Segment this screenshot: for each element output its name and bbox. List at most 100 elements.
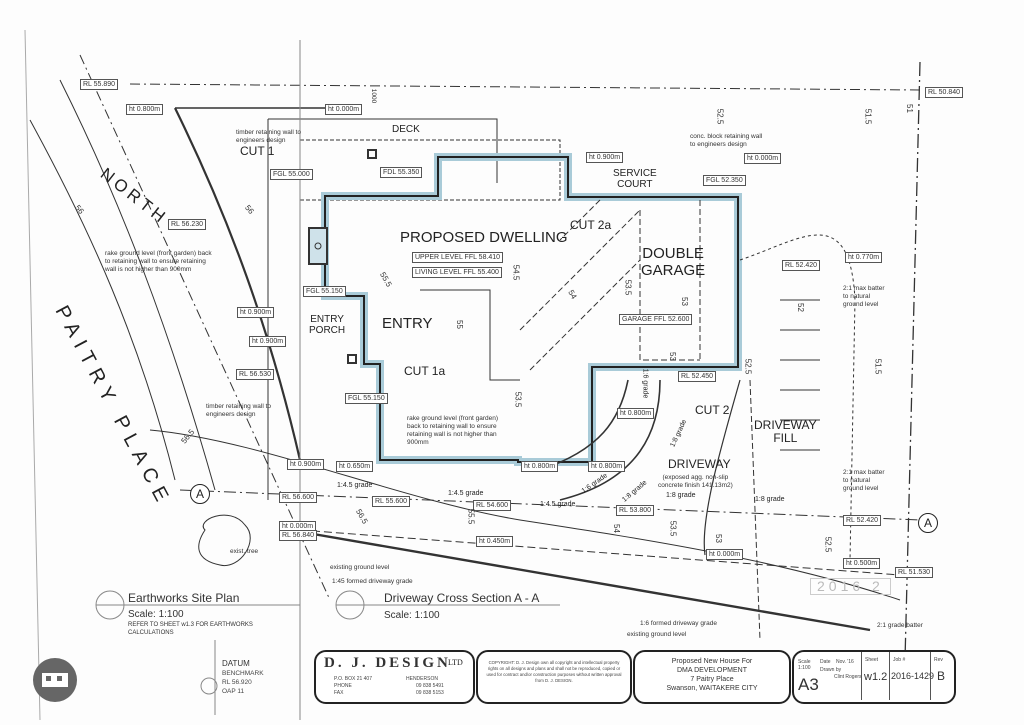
dimension-1000: 1000 xyxy=(370,88,378,104)
company-name: D. J. DESIGN xyxy=(324,655,451,671)
note-line: rake ground level (front garden) xyxy=(407,415,499,422)
benchmark-oap: OAP 11 xyxy=(222,688,245,695)
porch-post xyxy=(347,354,357,364)
site-plan-scale: Scale: 1:100 xyxy=(128,609,184,620)
chimney-block xyxy=(308,227,328,265)
level-tag: ht 0.900m xyxy=(287,459,325,470)
level-tag: FGL 55.150 xyxy=(303,286,346,297)
level-tag: ht 0.800m xyxy=(521,461,559,472)
copyright-text: COPYRIGHT: D. J. Design own all copyrigh… xyxy=(486,660,622,683)
note-line: 2:1 max batter xyxy=(843,469,885,476)
benchmark-rl: RL 56.920 xyxy=(222,679,252,686)
note-line: to engineers design xyxy=(690,141,747,148)
contour-label: 55.5 xyxy=(466,508,476,525)
fax-number: 09 838 5153 xyxy=(416,690,444,696)
note-line: ground level xyxy=(843,301,879,308)
level-tag: ht 0.800m xyxy=(126,104,164,115)
driveway-curve-inner xyxy=(539,379,629,471)
note-line: conc. block retaining wall xyxy=(690,133,763,140)
boundary-line-east xyxy=(904,61,921,661)
service-line2: COURT xyxy=(617,179,653,190)
fill-boundary xyxy=(749,379,761,641)
scale-value: 1:100 xyxy=(798,665,811,671)
date-stamp: 2016 2 xyxy=(810,578,891,596)
garage-line2: GARAGE xyxy=(641,261,706,279)
contour-label: 54 xyxy=(611,524,621,533)
note-line: rake ground level (front garden) back xyxy=(105,250,212,257)
contour-label: 53.5 xyxy=(623,279,633,296)
note-line: concrete finish 141.13m2) xyxy=(658,482,733,489)
sheet-divider-lines xyxy=(214,40,301,720)
house-outline xyxy=(324,156,739,463)
title-block-project: Proposed New House For DMA DEVELOPMENT 7… xyxy=(633,650,791,704)
company-city: HENDERSON xyxy=(406,676,438,682)
datum-circle xyxy=(200,677,218,695)
scale-label: Scale xyxy=(798,659,811,665)
site-plan-title: Earthworks Site Plan xyxy=(128,591,240,605)
note-line: timber retaining wall to xyxy=(236,129,302,136)
title-block-copyright: COPYRIGHT: D. J. Design own all copyrigh… xyxy=(476,650,632,704)
porch-line2: PORCH xyxy=(309,325,346,336)
boundary-line-top xyxy=(129,83,921,91)
contour-label: 53 xyxy=(667,352,677,361)
grade-label: 1:4.5 grade xyxy=(540,501,576,508)
contour-label: 52.5 xyxy=(823,536,833,553)
road-edge-line xyxy=(29,119,176,481)
note-line: to natural xyxy=(843,477,871,484)
note-batter-grade: 2:1 grade batter xyxy=(877,622,923,629)
contour-label: 51 xyxy=(904,104,914,113)
level-tag: GARAGE FFL 52.600 xyxy=(619,314,693,325)
porch-line1: ENTRY xyxy=(310,314,344,325)
room-label-deck: DECK xyxy=(392,124,420,135)
boundary-line-south xyxy=(299,529,901,576)
level-tag: ht 0.800m xyxy=(617,408,655,419)
note-line: timber retaining wall to xyxy=(206,403,272,410)
level-tag: FDL 55.350 xyxy=(380,167,423,178)
grade-label: 1:6 grade xyxy=(641,368,649,399)
room-label-cut1a: CUT 1a xyxy=(404,364,446,378)
project-client: DMA DEVELOPMENT xyxy=(676,667,747,674)
level-tag: ht 0.000m xyxy=(744,153,782,164)
room-label-driveway: DRIVEWAY xyxy=(668,457,731,471)
drawn-by-value: Clint Rogers xyxy=(834,674,862,680)
level-tag: RL 51.530 xyxy=(895,567,934,578)
drawn-by-label: Drawn by xyxy=(820,667,842,673)
level-tag: RL 56.600 xyxy=(279,492,318,503)
retaining-wall-front xyxy=(174,107,302,461)
level-tag: ht 0.900m xyxy=(237,307,275,318)
section-marker-a-right: A xyxy=(918,513,938,533)
section-title: Driveway Cross Section A - A xyxy=(384,591,540,605)
date-value: Nov. '16 xyxy=(836,659,854,665)
job-label: Job # xyxy=(893,657,906,663)
fax-label: FAX xyxy=(334,690,344,696)
sheet-number: w1.2 xyxy=(864,671,888,683)
upper-level-outline xyxy=(420,289,520,381)
level-tag: RL 56.230 xyxy=(168,219,207,230)
sheet-label: Sheet xyxy=(865,657,879,663)
garage-internal-lines xyxy=(519,199,701,371)
project-line1: Proposed New House For xyxy=(671,658,753,665)
rev-label: Rev xyxy=(934,657,943,663)
level-tag: ht 0.000m xyxy=(706,549,744,560)
section-scale: Scale: 1:100 xyxy=(384,610,440,621)
room-label-cut1: CUT 1 xyxy=(240,144,275,158)
level-tag: ht 0.900m xyxy=(249,336,287,347)
note-line: ground level xyxy=(843,485,879,492)
contour-label: 53 xyxy=(679,297,689,306)
level-tag: RL 56.530 xyxy=(236,369,275,380)
contour-label: 53.5 xyxy=(668,520,678,537)
job-number: 2016-1429 xyxy=(891,671,935,681)
revision-letter: B xyxy=(937,669,946,683)
project-address: 7 Paitry Place xyxy=(690,676,734,683)
refer-note-1: REFER TO SHEET w1.3 FOR EARTHWORKS xyxy=(128,622,253,628)
contour-line xyxy=(149,429,901,601)
refer-note-2: CALCULATIONS xyxy=(128,630,174,636)
contour-label: 53 xyxy=(713,534,723,543)
note-line: to retaining wall to ensure retaining xyxy=(105,258,206,265)
grade-label: 1:4.5 grade xyxy=(337,482,373,489)
